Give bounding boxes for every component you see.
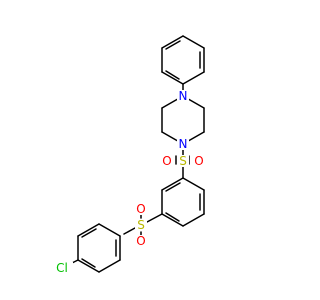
oxygen-atom-upper-left: O	[162, 154, 171, 168]
oxygen-atom-lower-top: O	[136, 202, 145, 216]
phenyl-ring-top	[161, 35, 205, 85]
oxygen-atom-lower-bottom: O	[136, 234, 145, 248]
chlorine-atom: Cl	[56, 261, 68, 275]
sulfur-atom-upper: S	[179, 154, 187, 168]
sulfur-atom-lower: S	[137, 218, 145, 232]
oxygen-atom-upper-right: O	[194, 154, 203, 168]
bond-ring-s-lower	[146, 213, 163, 223]
molecule-diagram: N N S O O S O O Cl	[55, 35, 205, 275]
benzene-ring-middle	[161, 177, 205, 227]
chlorophenyl-ring	[77, 223, 121, 273]
bond-s-chlorophenyl	[123, 227, 136, 235]
nitrogen-atom-bottom: N	[179, 137, 188, 151]
molecule-canvas: N N S O O S O O Cl	[55, 35, 205, 275]
nitrogen-atom-top: N	[179, 89, 188, 103]
